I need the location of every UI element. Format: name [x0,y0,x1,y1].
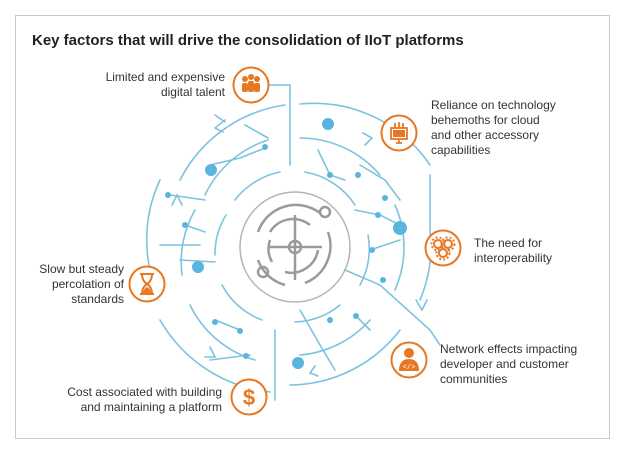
ring-segment [299,102,431,166]
arrow [362,132,374,146]
arrow [308,365,319,377]
monitor-tools-icon [380,114,418,152]
connector [359,164,401,201]
node-dot [182,222,188,228]
ring-segment [214,214,227,256]
node-dot [205,164,217,176]
center-globe [239,191,351,303]
node-dot [375,212,381,218]
node-dot [327,317,333,323]
arrow [214,114,226,123]
factor-icon-4: $ [229,377,269,417]
ring-segment [299,137,381,176]
factor-label-5: Slow but steady percolation of standards [39,262,124,306]
ring-segment [299,319,371,356]
ring-segment [289,329,401,386]
ring-segment [234,171,281,201]
svg-text:$: $ [243,385,255,410]
ring-segment [394,204,405,291]
dollar-icon: $ [230,378,268,416]
ring-segment [294,304,341,323]
node-dot [165,192,171,198]
connector [179,259,216,263]
ring-segment [179,104,286,181]
connector [184,224,206,233]
ring-segment [180,209,196,276]
people-group-icon [232,66,270,104]
arrow [204,346,217,358]
factor-icon-2 [423,228,463,268]
diagram-title: Key factors that will drive the consolid… [32,32,464,49]
connector [344,269,441,346]
gears-icon [424,229,462,267]
factor-icon-3: </> [389,340,429,380]
node-dot [380,277,386,283]
connector [214,319,241,331]
ring-segment [145,179,161,271]
factor-icon-5 [127,264,167,304]
node-dot [355,172,361,178]
factor-label-2: The need for interoperability [474,236,553,265]
node-dot [353,313,359,319]
node-dot [192,261,204,273]
factor-label-0: Limited and expensive digital talent [105,70,225,99]
connector [209,147,266,166]
node-dot [262,144,268,150]
connector [299,309,336,371]
ring-segment [221,284,263,321]
node-dot [393,221,407,235]
node-dot [212,319,218,325]
factor-label-3: Network effects impacting developer and … [440,342,578,386]
node-dot [237,328,243,334]
ring-segment [419,174,432,301]
node-dot [327,172,333,178]
svg-text:</>: </> [403,364,416,372]
connector [369,239,401,251]
ring-segment [359,234,371,286]
node-dot [369,247,375,253]
arrow [415,299,428,312]
factor-icon-0 [231,65,271,105]
factor-label-4: Cost associated with building and mainta… [67,385,222,414]
ring-segment [189,304,256,361]
node-dot [292,357,304,369]
factor-icon-1 [379,113,419,153]
node-dot [243,353,249,359]
node-dot [382,195,388,201]
factor-label-1: Reliance on technology behemoths for clo… [431,98,556,157]
arrow [171,193,183,206]
hourglass-icon [128,265,166,303]
node-dot [322,118,334,130]
ring-segment [204,139,269,196]
ring-segment [304,171,356,206]
connector [244,124,269,139]
developer-icon: </> [390,341,428,379]
